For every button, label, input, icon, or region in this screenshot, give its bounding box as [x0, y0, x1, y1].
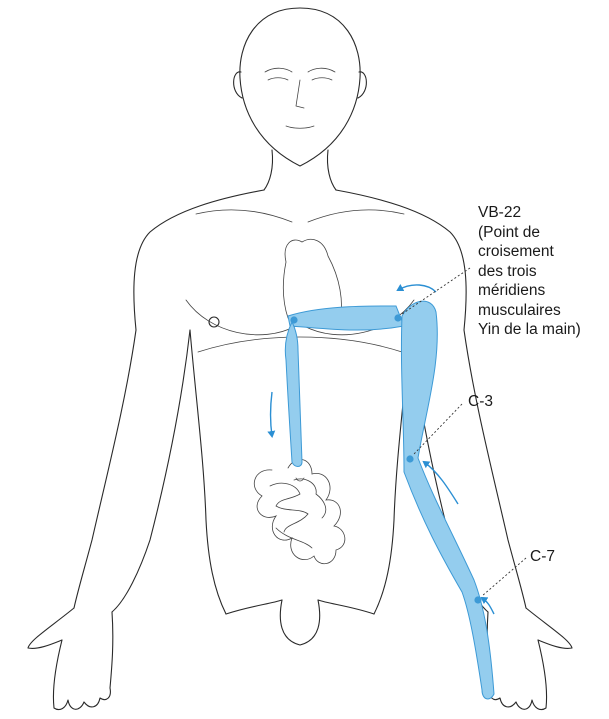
meridian-arm-band: [401, 301, 494, 699]
label-vb22-line: Yin de la main): [478, 320, 581, 340]
label-vb22-line: croisement: [478, 242, 581, 262]
flow-arrow-abdomen: [271, 392, 273, 436]
body-outline: [28, 8, 572, 710]
label-vb22-line: VB-22: [478, 203, 581, 223]
label-vb22-line: des trois: [478, 262, 581, 282]
meridian-abdomen-band: [285, 322, 302, 467]
meridian-pathways: [285, 301, 494, 699]
label-c3: C-3: [468, 392, 493, 412]
label-vb22-line: musculaires: [478, 301, 581, 321]
label-vb22-line: (Point de: [478, 223, 581, 243]
acupoint-chest: [290, 316, 297, 323]
acupoint-vb22: [394, 314, 401, 321]
label-vb22-line: méridiens: [478, 281, 581, 301]
acupoint-c3: [406, 455, 413, 462]
flow-arrow-shoulder: [398, 285, 436, 292]
meridian-chest-band: [288, 306, 404, 330]
label-vb22: VB-22 (Point de croisement des trois mér…: [478, 203, 581, 340]
leader-c7: [482, 558, 526, 596]
acupoint-c7: [474, 596, 481, 603]
label-c7: C-7: [530, 547, 555, 567]
